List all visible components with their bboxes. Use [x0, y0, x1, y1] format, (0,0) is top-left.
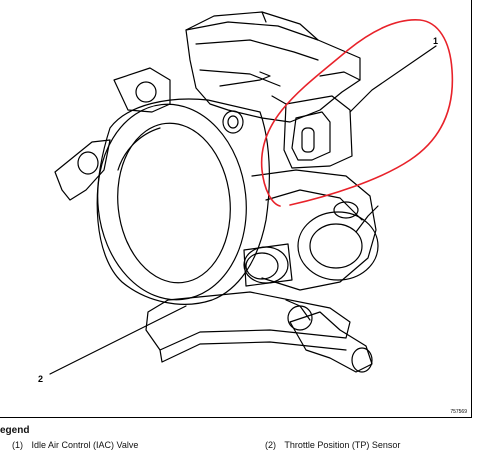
iac-connector: [283, 95, 353, 169]
callout-1: 1: [433, 36, 438, 46]
legend-item-tp: (2) Throttle Position (TP) Sensor: [265, 440, 400, 450]
legend-item-number: (1): [12, 440, 23, 450]
iac-body: [185, 21, 361, 123]
throttle-body-diagram: 1 2: [38, 11, 454, 384]
callout-2: 2: [38, 374, 43, 384]
throttle-bore-outer: [97, 103, 247, 301]
legend-item-label: Idle Air Control (IAC) Valve: [31, 440, 139, 450]
mounting-flange: [145, 291, 351, 351]
leader-line-1: [349, 45, 437, 113]
leader-line-2: [49, 305, 187, 375]
legend-item-label: Throttle Position (TP) Sensor: [284, 440, 401, 450]
legend-item-number: (2): [265, 440, 276, 450]
figure-id: 757569: [450, 409, 467, 415]
throttle-body-housing: [96, 98, 270, 305]
hose-nipple: [289, 311, 373, 373]
tp-sensor-body: [297, 211, 379, 281]
tp-sensor-cylinder: [243, 243, 293, 287]
legend-title: egend: [0, 425, 30, 436]
legend-item-iac: (1) Idle Air Control (IAC) Valve: [12, 440, 138, 450]
left-bracket: [54, 139, 111, 201]
throttle-bore-inner: [117, 122, 231, 284]
red-annotation-loop: [260, 19, 454, 207]
figure-border: [0, 0, 472, 418]
top-bracket: [113, 67, 171, 113]
